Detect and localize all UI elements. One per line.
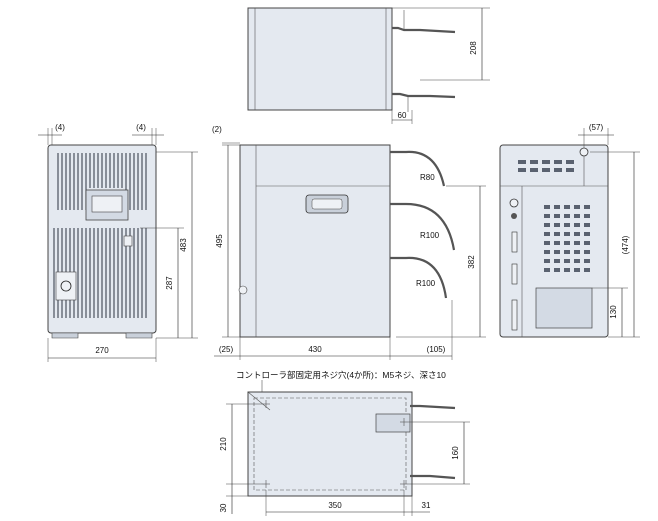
side-hose-lower (390, 256, 448, 299)
dim-label-hole-height: 160 (451, 446, 460, 460)
front-display-screen (91, 195, 123, 213)
hose-label-r80: R80 (420, 173, 435, 182)
dim-label-rear-height: (474) (621, 235, 630, 254)
bottom-pipe-lower (410, 474, 456, 480)
rear-pipe-icon (579, 147, 589, 157)
dim-label-rear-offset: (25) (219, 345, 234, 354)
dim-label-front-height: 483 (179, 238, 188, 252)
dim-label-right-offset: 31 (422, 501, 431, 510)
side-view-body (239, 144, 391, 338)
front-feet (51, 332, 153, 339)
dim-label-pipe-offset: 60 (398, 111, 407, 120)
dim-label-hole-span: 350 (328, 501, 342, 510)
breaker-knob-icon (60, 280, 72, 292)
side-view: R80 R100 R100 (2) 495 382 (25) 430 (105) (212, 125, 486, 360)
dim-label-front-margin-left: (4) (55, 123, 65, 132)
side-caster-icon (238, 285, 248, 295)
dim-label-side-depth: 430 (308, 345, 322, 354)
side-hose-upper (390, 150, 446, 187)
dim-label-rear-top-offset: (57) (589, 123, 604, 132)
bottom-leader (247, 391, 271, 411)
bottom-pipe-upper (410, 404, 456, 410)
hose-label-r100-1: R100 (420, 231, 440, 240)
dim-label-front-protrusion: (105) (427, 345, 446, 354)
front-switch (123, 235, 133, 247)
top-pipe-lower (392, 92, 456, 99)
bottom-screw-holes (262, 400, 408, 488)
hose-label-r100-2: R100 (416, 279, 436, 288)
dim-label-front-margin-right: (4) (136, 123, 146, 132)
dim-label-bottom-depth: 210 (219, 437, 228, 451)
rear-panel (535, 287, 593, 329)
rear-port-icon (511, 213, 517, 219)
dim-label-front-width: 270 (95, 346, 109, 355)
top-view: 208 60 (247, 7, 490, 124)
top-view-body (247, 7, 393, 111)
bottom-controller-block (375, 413, 411, 433)
front-top-vents (57, 153, 147, 210)
bottom-view: コントローラ部固定用ネジ穴(4か所)：M5ネジ、深さ10 210 30 160 (219, 370, 470, 516)
bottom-view-body (247, 391, 413, 497)
rear-view: (57) (474) 130 (499, 123, 640, 338)
front-view: (4) (4) 270 483 287 (38, 123, 198, 362)
dim-label-side-height: 495 (215, 234, 224, 248)
rear-connector-icon (509, 198, 519, 208)
side-hose-middle (390, 202, 456, 251)
dim-label-top-depth: 208 (469, 41, 478, 55)
dim-label-cabinet-height: 382 (467, 255, 476, 269)
rear-side-vents (544, 205, 590, 272)
rear-top-vents (518, 160, 574, 172)
top-pipe-upper (392, 26, 456, 34)
dim-label-controller-height: 287 (165, 276, 174, 290)
dim-label-base-offset: 30 (219, 503, 228, 512)
dim-label-top-gap: (2) (212, 125, 222, 134)
annotation-screw-holes: コントローラ部固定用ネジ穴(4か所)：M5ネジ、深さ10 (236, 370, 446, 380)
dim-label-rear-panel-height: 130 (609, 305, 618, 319)
